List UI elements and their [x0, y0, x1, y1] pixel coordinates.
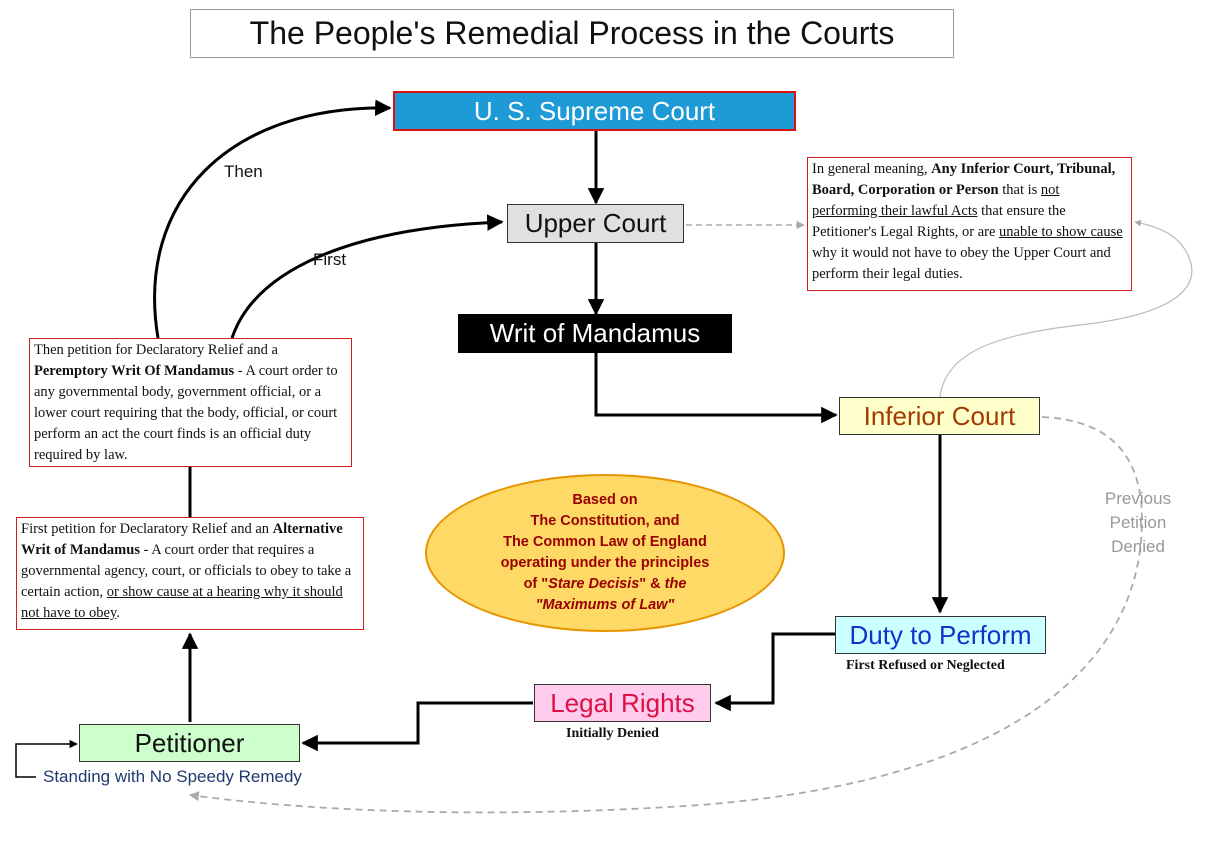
inferior-definition-note: In general meaning, Any Inferior Court, … [807, 157, 1132, 291]
arrow-previous-petition-denied [189, 416, 1143, 814]
node-legal-rights: Legal Rights [534, 684, 711, 722]
inferior-note-underline: not performing their lawful Acts [812, 182, 1060, 219]
ellipse-line-4: operating under the principles [500, 555, 710, 571]
peremptory-writ-note: Then petition for Declaratory Relief and… [29, 338, 352, 467]
previous-line-3: Denied [1111, 537, 1165, 556]
foundation-ellipse: Based on The Constitution, and The Commo… [425, 474, 785, 632]
inferior-note-text: that ensure the Petitioner's Legal Right… [812, 203, 1066, 240]
inferior-note-text: In general meaning, [812, 161, 932, 177]
node-supreme-court: U. S. Supreme Court [393, 91, 796, 131]
inferior-note-text: that is [998, 182, 1041, 198]
ellipse-line-6-italic: "Maximums of Law" [535, 597, 675, 613]
node-legal-rights-label: Legal Rights [550, 687, 695, 718]
previous-line-2: Petition [1109, 513, 1167, 532]
peremptory-note-text: - A court order to any governmental body… [34, 363, 338, 463]
ellipse-line-1: Based on [572, 492, 638, 508]
node-duty-label: Duty to Perform [849, 619, 1032, 650]
node-writ-of-mandamus: Writ of Mandamus [458, 314, 732, 353]
arrow-duty-to-rights [714, 632, 835, 712]
page-title: The People's Remedial Process in the Cou… [190, 9, 954, 58]
alternative-note-underline: or show cause at a hearing why it should… [21, 584, 343, 621]
inferior-note-underline: unable to show cause [999, 224, 1123, 240]
inferior-note-bold: Any Inferior Court, Tribunal, Board, Cor… [812, 161, 1116, 198]
peremptory-note-bold: Peremptory Writ Of Mandamus [34, 363, 235, 379]
node-inferior-label: Inferior Court [863, 400, 1016, 431]
alternative-note-text: First petition for Declaratory Relief an… [21, 521, 273, 537]
ellipse-line-5-italic: Stare Decisis [548, 576, 640, 592]
node-inferior-court: Inferior Court [839, 397, 1040, 435]
ellipse-line-6: "Maximums of Law" [536, 595, 675, 616]
inferior-note-text: why it would not have to obey the Upper … [812, 245, 1111, 282]
ellipse-line-2: The Constitution, and [530, 513, 680, 529]
node-upper-court: Upper Court [507, 204, 684, 243]
previous-line-1: Previous [1104, 489, 1172, 508]
arrow-writ-to-inferior [594, 353, 838, 424]
arrow-inferior-to-note [939, 219, 1193, 398]
node-upper-court-label: Upper Court [524, 208, 667, 238]
arrow-then-to-supreme [153, 99, 392, 339]
node-writ-label: Writ of Mandamus [489, 318, 701, 348]
node-duty-to-perform: Duty to Perform [835, 616, 1046, 654]
edge-label-previous-petition-denied: Previous Petition Denied [1088, 487, 1188, 559]
duty-sublabel: First Refused or Neglected [846, 658, 1005, 673]
petitioner-self-loop [15, 739, 78, 778]
node-supreme-court-label: U. S. Supreme Court [473, 95, 716, 126]
alternative-note-bold: Alternative Writ of Mandamus [21, 521, 343, 558]
arrow-rights-to-petitioner [301, 701, 533, 752]
ellipse-line-5-text: of " [523, 576, 549, 592]
alternative-note-text: - A court order that requires a governme… [21, 542, 352, 600]
ellipse-line-3: The Common Law of England [503, 534, 707, 550]
peremptory-note-text: Then petition for Declaratory Relief and… [34, 342, 278, 358]
edge-label-first: First [313, 250, 347, 269]
page-title-text: The People's Remedial Process in the Cou… [249, 15, 895, 51]
alternative-note-text: . [116, 605, 120, 621]
ellipse-line-5-text: " & [639, 576, 665, 592]
petitioner-sublabel: Standing with No Speedy Remedy [43, 767, 302, 786]
edge-label-then: Then [224, 162, 263, 181]
alternative-writ-note: First petition for Declaratory Relief an… [16, 517, 364, 630]
legal-rights-sublabel: Initially Denied [566, 726, 659, 741]
node-petitioner: Petitioner [79, 724, 300, 762]
ellipse-line-5-italic: the [664, 576, 687, 592]
ellipse-line-5: of "Stare Decisis" & the [524, 574, 687, 595]
node-petitioner-label: Petitioner [134, 727, 245, 758]
arrow-first-to-upper [230, 214, 504, 339]
